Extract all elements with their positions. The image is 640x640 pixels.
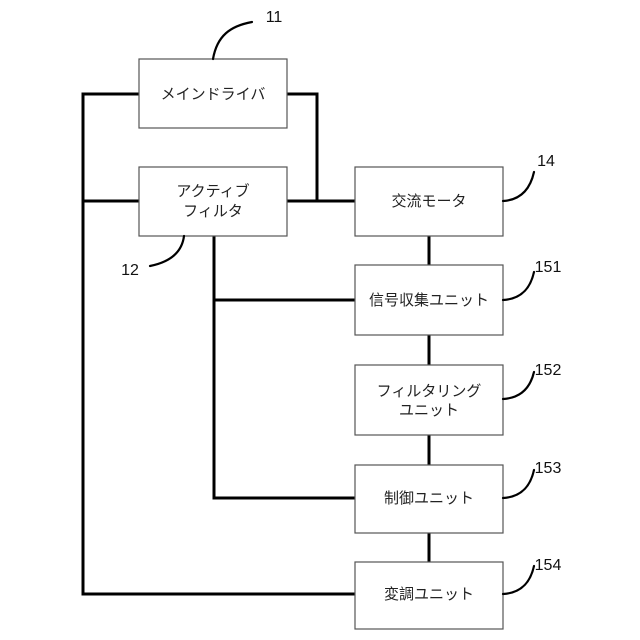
wire-main-driver-to-motor [287,94,317,201]
active-filter-label-line2: フィルタ [183,202,243,220]
ac-motor-label: 交流モータ [391,192,466,210]
active-filter-ref: 12 [121,262,139,279]
ac-motor-ref: 14 [537,153,555,170]
filtering-unit-label-line1: フィルタリング [377,382,482,400]
block-main-driver: メインドライバ 11 [139,9,287,128]
main-driver-label: メインドライバ [161,85,266,103]
active-filter-leader [150,236,184,266]
block-signal-collection-unit: 信号収集ユニット 151 [355,259,561,335]
filtering-unit-label-line2: ユニット [399,401,459,419]
ac-motor-leader [503,172,534,201]
block-filtering-unit: フィルタリング ユニット 152 [355,362,561,435]
active-filter-label-line1: アクティブ [176,182,249,200]
signal-collection-unit-ref: 151 [535,259,562,276]
wire-active-filter-down [214,236,355,498]
block-active-filter: アクティブ フィルタ 12 [121,167,287,279]
block-modulation-unit: 変調ユニット 154 [355,557,561,629]
block-control-unit: 制御ユニット 153 [355,460,561,533]
modulation-unit-leader [503,566,534,594]
main-driver-ref: 11 [266,9,283,26]
modulation-unit-ref: 154 [535,557,562,574]
modulation-unit-label: 変調ユニット [384,585,474,603]
control-unit-leader [503,470,534,498]
main-driver-leader [213,22,252,59]
block-ac-motor: 交流モータ 14 [355,153,555,236]
filtering-unit-ref: 152 [535,362,562,379]
signal-collection-unit-label: 信号収集ユニット [369,291,489,309]
filtering-unit-leader [503,372,534,399]
control-unit-ref: 153 [535,460,562,477]
control-unit-label: 制御ユニット [384,489,474,507]
signal-collection-unit-leader [503,272,534,300]
